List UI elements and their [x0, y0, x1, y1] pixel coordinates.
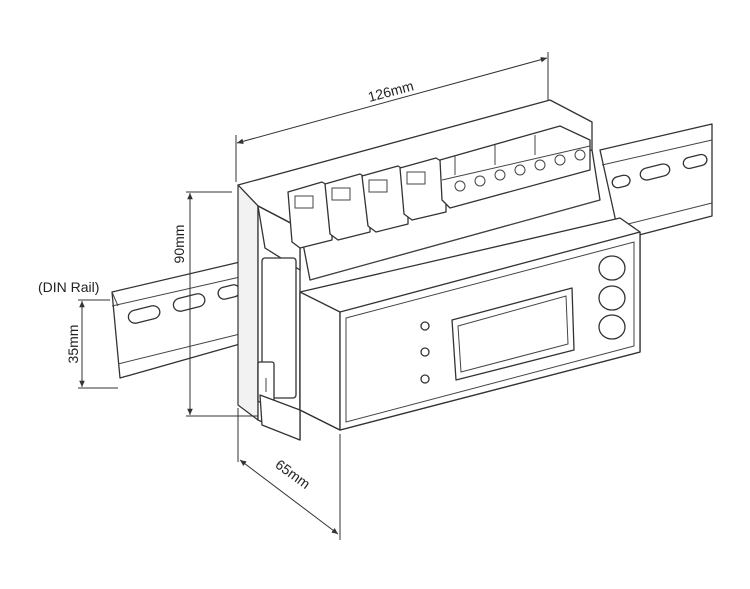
rj-port-1	[287, 181, 333, 249]
panel-button-1[interactable]	[598, 255, 626, 281]
rj-port-4	[399, 157, 447, 221]
rj-port-2	[324, 173, 371, 241]
lcd-screen	[451, 287, 575, 381]
led-indicator-1	[420, 321, 430, 331]
led-indicator-2	[420, 347, 430, 357]
din-rail-left	[111, 261, 241, 379]
din-rail-label: (DIN Rail)	[38, 279, 99, 295]
screw-terminal-block	[439, 125, 591, 209]
led-indicator-3	[420, 374, 430, 384]
rj-ports	[287, 157, 447, 249]
rj-port-3	[361, 165, 409, 233]
din-rail-right	[599, 123, 713, 241]
rail-dimension-label: 35mm	[65, 325, 81, 364]
depth-dimension-label: 65mm	[272, 456, 313, 492]
panel-button-2[interactable]	[598, 285, 626, 311]
front-panel	[299, 217, 641, 431]
panel-button-3[interactable]	[598, 314, 626, 340]
dimension-height: 90mm	[171, 191, 258, 417]
dimension-rail: 35mm	[65, 299, 118, 389]
height-dimension-label: 90mm	[171, 225, 187, 264]
